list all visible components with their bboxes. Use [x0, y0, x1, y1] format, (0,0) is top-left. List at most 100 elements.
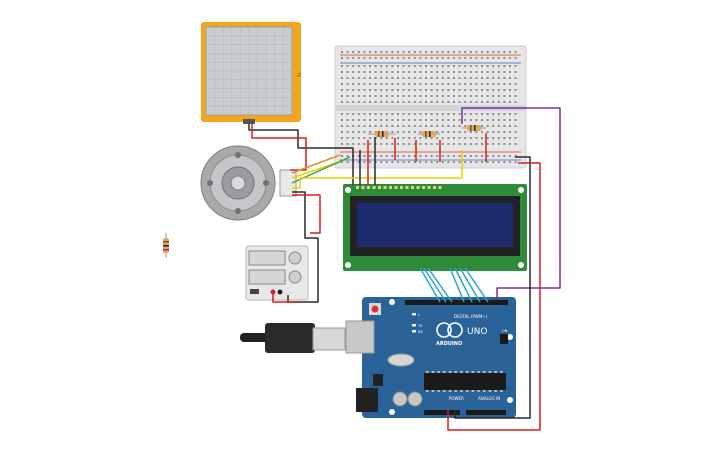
chip-leg [477, 390, 480, 392]
breadboard-hole [441, 119, 444, 121]
breadboard-hole [447, 65, 450, 67]
breadboard-hole [402, 131, 405, 133]
breadboard-hole [486, 57, 489, 59]
header-digital[interactable] [405, 300, 508, 305]
chip-leg [443, 390, 446, 392]
wire-bb-black-arduino[interactable] [454, 156, 531, 419]
loose-resistor[interactable] [163, 233, 169, 258]
breadboard-hole [509, 125, 511, 127]
wire-motor-orange[interactable] [291, 154, 341, 174]
breadboard-hole [357, 131, 360, 133]
arduino-mount-4 [507, 397, 513, 403]
psu-terminal-positive[interactable] [270, 289, 276, 295]
wires[interactable] [248, 107, 561, 431]
breadboard-hole [436, 131, 439, 133]
breadboard-hole [430, 57, 433, 59]
header-power[interactable] [424, 410, 460, 415]
resistor-3[interactable] [462, 125, 486, 131]
breadboard-hole [397, 71, 399, 73]
psu-switch[interactable] [250, 289, 259, 294]
wire-psu-red[interactable] [272, 294, 298, 303]
breadboard-hole [481, 89, 483, 91]
breadboard-hole [408, 65, 411, 67]
wire-lcd-cyan-3[interactable] [427, 267, 453, 303]
breadboard-hole [486, 101, 489, 103]
wire-lcd-cyan-2[interactable] [423, 267, 447, 303]
psu-knob-voltage[interactable] [288, 251, 302, 265]
breadboard-hole [447, 137, 450, 139]
breadboard-hole [453, 51, 455, 53]
breadboard-hole [341, 143, 343, 145]
wire-motor-red[interactable] [292, 194, 321, 234]
breadboard-hole [447, 119, 450, 121]
breadboard-hole [391, 89, 394, 91]
power-supply[interactable] [245, 245, 309, 301]
breadboard-hole [363, 125, 366, 127]
breadboard-hole [413, 113, 416, 115]
breadboard-hole [503, 143, 506, 145]
reset-button-cap[interactable] [371, 305, 379, 313]
breadboard-hole [464, 101, 467, 103]
wire-purple[interactable] [461, 107, 561, 300]
wire-touch-black[interactable] [248, 124, 354, 185]
breadboard-hole [419, 65, 422, 67]
breadboard-hole [419, 161, 422, 163]
lcd-pins[interactable] [356, 186, 442, 189]
breadboard-hole [408, 83, 411, 85]
breadboard-hole [503, 155, 506, 157]
usb-cable[interactable] [240, 323, 346, 353]
breadboard-hole [397, 131, 399, 133]
arduino-uno[interactable]: ARDUINO UNO DIGITAL (PWM~) POWER ANALOG … [345, 297, 516, 418]
breadboard-hole [425, 119, 427, 121]
psu-terminal-negative[interactable] [277, 289, 283, 295]
breadboard-hole [357, 137, 360, 139]
breadboard-hole [413, 71, 416, 73]
breadboard-hole [425, 77, 427, 79]
usb-port[interactable] [345, 320, 375, 354]
breadboard-hole [469, 57, 472, 59]
breadboard-hole [413, 83, 416, 85]
wire-lcd-cyan-1[interactable] [419, 267, 441, 303]
lcd-hole-tr [518, 187, 524, 193]
breadboard-hole [374, 71, 377, 73]
breadboard-hole [402, 101, 405, 103]
chip-leg [465, 371, 469, 373]
breadboard-hole [481, 57, 483, 59]
wire-lcd-cyan-5[interactable] [454, 267, 473, 303]
breadboard-hole [385, 77, 388, 79]
chip-leg [500, 390, 503, 392]
lcd-16x2[interactable] [343, 184, 527, 271]
chip-leg [483, 371, 486, 373]
breadboard-hole [374, 113, 377, 115]
breadboard-hole [369, 131, 371, 133]
chip-leg [483, 390, 486, 392]
touch-screen-sensor[interactable]: TS [201, 22, 301, 124]
breadboard-hole [447, 155, 450, 157]
dc-motor-encoder[interactable] [200, 145, 297, 221]
breadboard-hole [419, 101, 422, 103]
power-jack[interactable] [356, 388, 378, 412]
breadboard-hole [341, 71, 343, 73]
breadboard-hole [397, 143, 399, 145]
wire-bb-red-arduino[interactable] [447, 162, 541, 431]
psu-knob-current[interactable] [288, 270, 302, 284]
wire-lcd-cyan-6[interactable] [459, 267, 481, 303]
breadboard-hole [514, 155, 517, 157]
resistor-1[interactable] [368, 131, 396, 137]
breadboard-hole [514, 137, 517, 139]
breadboard-hole [408, 71, 411, 73]
breadboard-hole [481, 95, 483, 97]
header-analog[interactable] [466, 410, 506, 415]
resistor-2[interactable] [418, 131, 440, 137]
wire-lcd-cyan-4[interactable] [449, 267, 465, 303]
wire-motor-yellow-2[interactable] [292, 150, 463, 189]
breadboard-hole [486, 83, 489, 85]
wire-lcd-cyan-7[interactable] [464, 267, 489, 303]
breadboard-hole [509, 65, 511, 67]
breadboard-hole [514, 89, 517, 91]
breadboard[interactable] [334, 45, 527, 169]
lcd-pin [394, 186, 398, 189]
breadboard-hole [380, 161, 383, 163]
breadboard-hole [385, 83, 388, 85]
